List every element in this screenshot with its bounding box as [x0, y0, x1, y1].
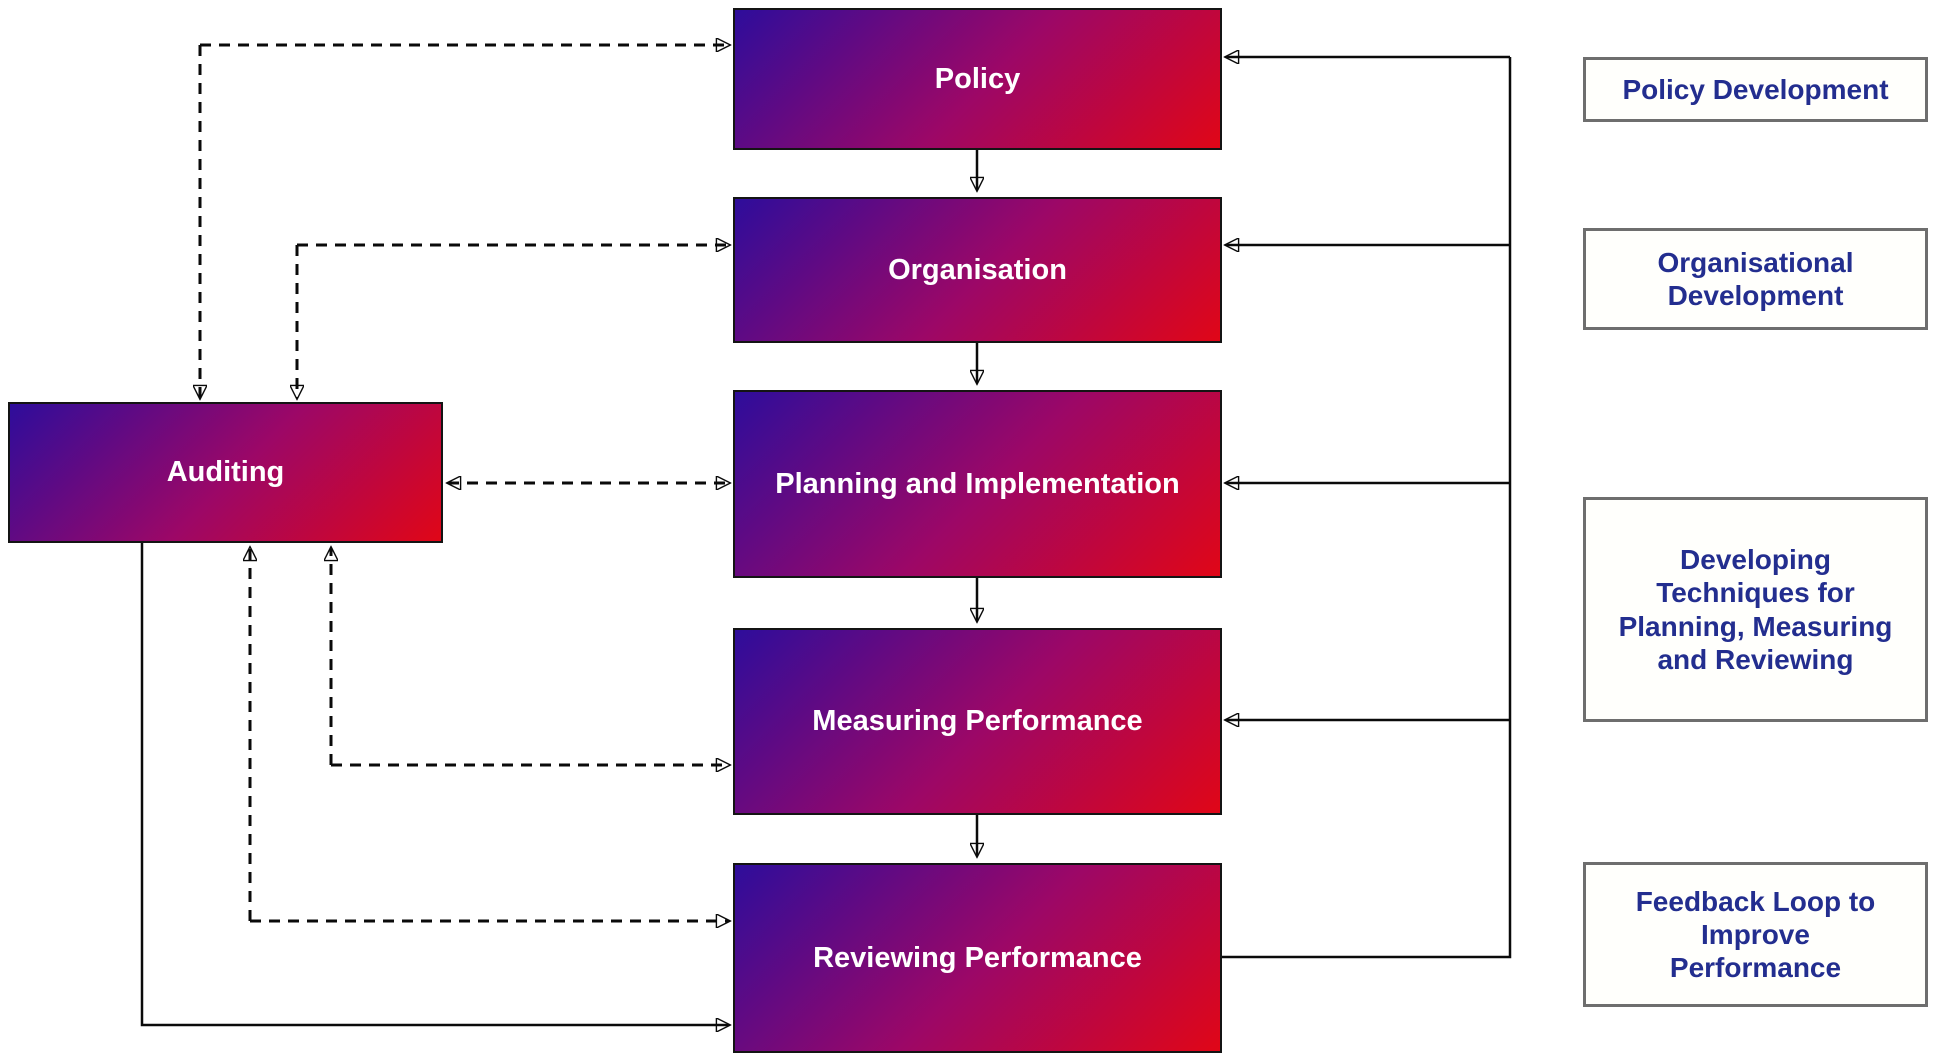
side-label-policy-development-text: Policy Development [1622, 73, 1889, 105]
process-box-auditing-label: Auditing [166, 456, 285, 488]
process-box-measuring: Measuring Performance [733, 628, 1222, 815]
process-box-reviewing-label: Reviewing Performance [813, 941, 1142, 974]
process-box-reviewing: Reviewing Performance [733, 863, 1222, 1053]
process-box-organisation-label: Organisation [888, 253, 1067, 286]
process-box-policy-label: Policy [934, 62, 1021, 95]
arrow-auditing-to-reviewing [140, 543, 729, 1025]
process-box-organisation: Organisation [733, 197, 1222, 343]
process-box-auditing: Auditing [8, 402, 443, 543]
side-label-organisational-development: Organisational Development [1583, 228, 1928, 330]
process-box-planning-label: Planning and Implementation [775, 467, 1180, 500]
process-box-measuring-label: Measuring Performance [812, 705, 1143, 737]
side-label-policy-development: Policy Development [1583, 57, 1928, 122]
side-label-feedback-loop-text: Feedback Loop to Improve Performance [1635, 885, 1876, 984]
side-label-feedback-loop: Feedback Loop to Improve Performance [1583, 862, 1928, 1007]
side-label-organisational-development-text: Organisational Development [1657, 246, 1854, 311]
side-label-developing-techniques-text: Developing Techniques for Planning, Meas… [1618, 544, 1893, 675]
feedback-loop-trunk [1218, 57, 1512, 959]
process-box-planning: Planning and Implementation [733, 390, 1222, 578]
side-label-developing-techniques: Developing Techniques for Planning, Meas… [1583, 497, 1928, 722]
process-box-policy: Policy [733, 8, 1222, 150]
